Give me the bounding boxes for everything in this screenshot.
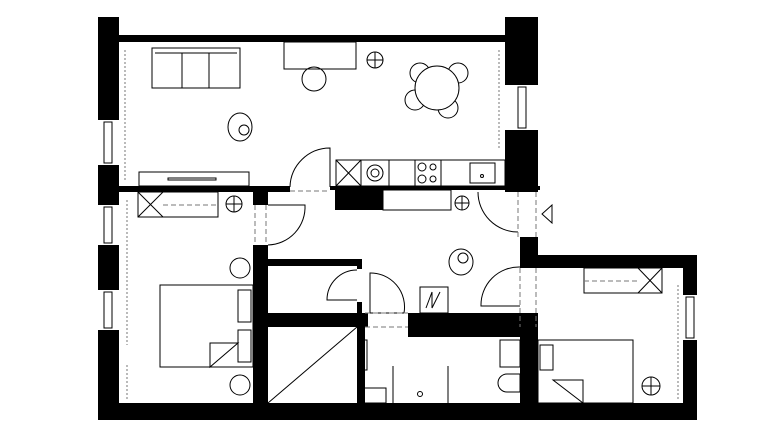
window-right-top: [517, 86, 527, 129]
shoe-cabinet: [382, 189, 452, 211]
entrance-door-swing: [477, 191, 519, 233]
door-swing: [480, 266, 521, 307]
hallway-furniture: [254, 189, 553, 328]
windows: [103, 86, 695, 339]
bedroom-right-furniture: [537, 267, 663, 405]
door-swing: [267, 204, 306, 246]
shower-drain-icon: [417, 391, 423, 397]
person-icon: [448, 248, 474, 276]
bedroom-left-furniture: [137, 191, 254, 396]
desk: [283, 41, 357, 70]
bed: [159, 284, 254, 368]
sofa: [151, 47, 241, 89]
window-left-2: [103, 206, 113, 244]
window-left-1: [103, 121, 113, 164]
nightstand: [229, 257, 251, 279]
window-left-3: [103, 291, 113, 329]
door-swing: [369, 272, 406, 314]
bathroom-furniture: [361, 339, 521, 404]
shower-screen: [361, 339, 368, 371]
living-kitchen-furniture: [138, 41, 506, 192]
plant-icon: [366, 51, 384, 69]
door-swing: [289, 147, 331, 188]
washer-icon: [366, 160, 390, 186]
washbasin: [499, 339, 521, 368]
entrance-arrow-icon: [541, 203, 553, 225]
storage-room: [267, 326, 358, 404]
window-right-bottom: [685, 296, 695, 339]
bed: [537, 339, 634, 404]
dining-table: [414, 65, 460, 111]
walls: [98, 17, 697, 420]
plant-icon: [225, 195, 243, 213]
toilet: [497, 373, 521, 393]
fridge: [335, 159, 362, 187]
stove-icon: [414, 159, 442, 187]
washing-machine: [363, 387, 387, 404]
wardrobe: [419, 286, 449, 314]
wardrobe: [137, 191, 219, 218]
door-swing: [326, 269, 358, 301]
nightstand: [229, 374, 251, 396]
desk-chair: [301, 66, 327, 92]
person-icon: [227, 112, 253, 142]
curtains: [124, 50, 679, 400]
plant-icon: [454, 195, 470, 211]
plant-icon: [641, 376, 661, 396]
sink-icon: [469, 162, 496, 184]
tv-console: [138, 171, 250, 187]
